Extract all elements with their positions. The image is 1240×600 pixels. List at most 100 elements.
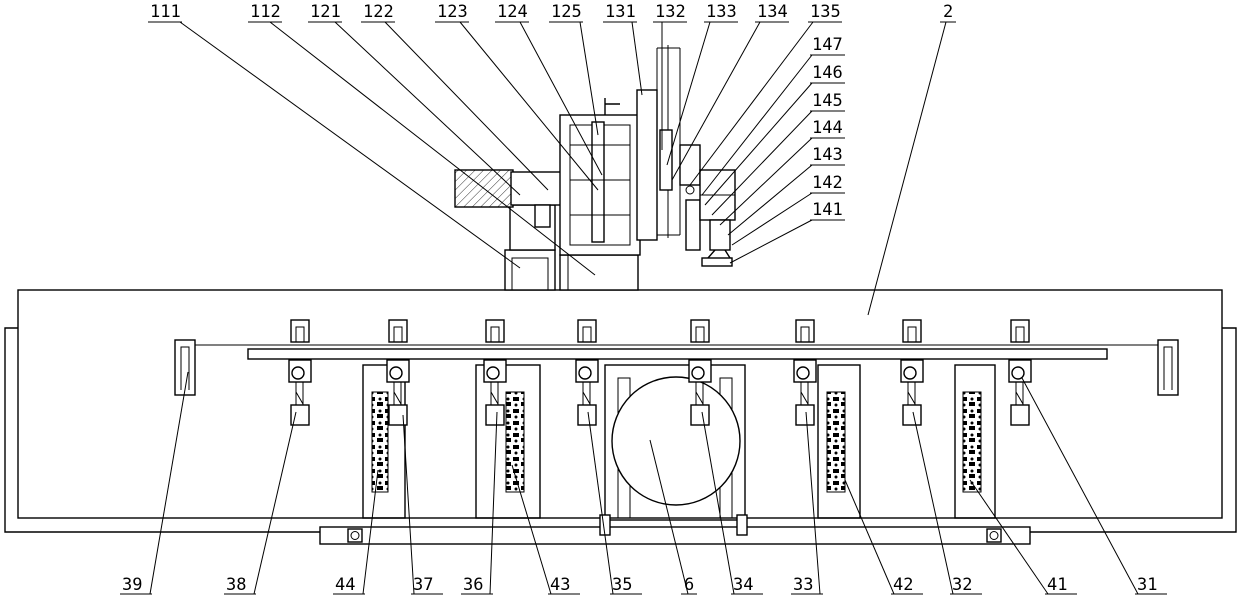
coupling [510,171,564,206]
carriage-bracket-inner [800,326,810,342]
cutter-foot [701,257,733,267]
rail-end-left [174,339,196,396]
panel-42 [817,364,861,519]
carriage-clamp [690,404,710,426]
label-112: 112 [248,2,596,276]
frame-outer-left [4,327,320,533]
carriage-hanger [900,359,924,383]
label-2-leader [867,21,947,316]
label-123-text: 123 [437,2,468,22]
carriage-hanger [483,359,507,383]
carriage-bracket-inner [1015,326,1025,342]
carriage-bracket-inner [695,326,705,342]
label-131-text: 131 [605,2,636,22]
carriage-5 [688,319,712,426]
label-38: 38 [224,411,297,595]
carriage-hanger [575,359,599,383]
label-125-leader [579,21,599,136]
label-111-leader [179,21,521,269]
housing-base [559,254,639,291]
label-131-leader [631,21,643,96]
label-31-text: 31 [1137,575,1157,595]
panel-44 [362,364,406,519]
carriage-clamp [290,404,310,426]
label-143-text: 143 [812,145,843,165]
label-38-leader [253,411,297,595]
label-146: 146 [704,63,845,206]
label-31: 31 [1021,377,1167,595]
label-32-text: 32 [952,575,972,595]
label-38-text: 38 [226,575,246,595]
cutter-stem [709,219,731,251]
carriage-bracket [902,319,922,343]
bottom-rail-stop-left [347,528,363,543]
label-31-leader [1021,377,1139,595]
label-111-text: 111 [150,2,181,22]
panel-42-chain [826,391,846,493]
label-141: 141 [729,200,845,264]
label-36-leader [489,411,498,595]
base-block-inner [511,257,549,291]
label-43-leader [511,464,552,595]
label-135: 135 [689,2,842,186]
label-121-text: 121 [310,2,341,22]
label-143: 143 [727,145,845,236]
carriage-clamp [1010,404,1030,426]
label-6-text: 6 [684,575,694,595]
carriage-bracket-inner [582,326,592,342]
label-133-leader [666,21,711,166]
bottom-rail-stop-right-bolt [989,531,999,540]
carriage-roller [578,366,592,380]
carriage-roller [486,366,500,380]
label-143-leader [727,164,813,236]
label-42-leader [844,479,895,595]
panel-42-body [817,364,861,519]
label-43: 43 [511,464,580,595]
carriage-hanger [386,359,410,383]
carriage-rod [800,382,809,407]
label-131: 131 [603,2,643,96]
carriage-hanger [1008,359,1032,383]
label-39-text: 39 [122,575,142,595]
carriage-rod [695,382,704,407]
carriage-1 [288,319,312,426]
label-35-leader [587,411,614,595]
carriage-roller [389,366,403,380]
label-144-leader [719,137,813,226]
label-35: 35 [587,411,642,595]
label-33: 33 [791,411,823,595]
carriage-clamp [902,404,922,426]
label-121: 121 [308,2,521,196]
label-2: 2 [867,2,956,316]
label-112-text: 112 [250,2,281,22]
label-132-text: 132 [655,2,686,22]
label-37-text: 37 [413,575,433,595]
label-125-text: 125 [551,2,582,22]
label-146-text: 146 [812,63,843,83]
label-33-text: 33 [793,575,813,595]
carriage-2 [386,319,410,426]
panel-43-body [475,364,541,519]
carriage-rod [490,382,499,407]
label-32: 32 [912,411,982,595]
carriage-roller [1011,366,1025,380]
carriage-6 [793,319,817,426]
label-39: 39 [120,371,189,595]
carriage-3 [483,319,507,426]
label-142: 142 [731,173,845,246]
label-132: 132 [653,2,687,150]
panel-43 [475,364,541,519]
label-32-leader [912,411,954,595]
label-147-leader [701,54,813,196]
pulley-box [679,144,701,186]
label-142-text: 142 [812,173,843,193]
label-37-leader [402,414,415,595]
label-35-text: 35 [612,575,632,595]
label-134-leader [671,21,761,181]
label-145-leader [711,110,813,216]
carriage-bracket [388,319,408,343]
label-36-text: 36 [463,575,483,595]
guide-rail [174,339,1179,396]
carriage-clamp [795,404,815,426]
